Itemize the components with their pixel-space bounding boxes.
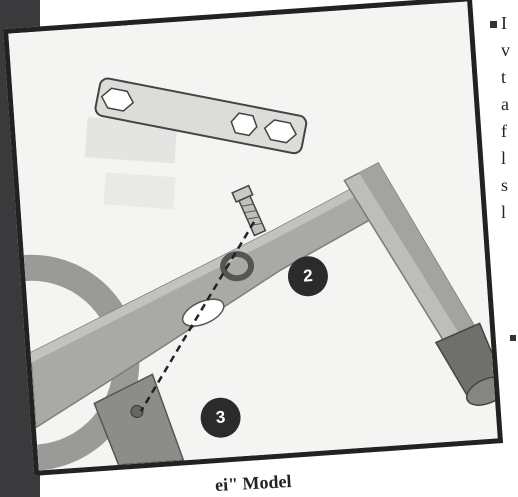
text-line: a (490, 91, 518, 118)
text-line: l (490, 199, 518, 226)
label-sticker (104, 172, 176, 209)
figure-caption: ei" Model (215, 471, 292, 496)
text-line: t (490, 64, 518, 91)
assembly-photo: 2 3 (3, 0, 503, 476)
side-body-text: I v t a f l s l (490, 10, 518, 226)
text-line: l (490, 145, 518, 172)
text-line: s (490, 172, 518, 199)
text-line: f (490, 118, 518, 145)
text-line: I (490, 10, 518, 37)
bullet-icon (490, 21, 497, 28)
bullet-icon (510, 335, 516, 341)
assembly-illustration (8, 1, 497, 470)
text-line: v (490, 37, 518, 64)
